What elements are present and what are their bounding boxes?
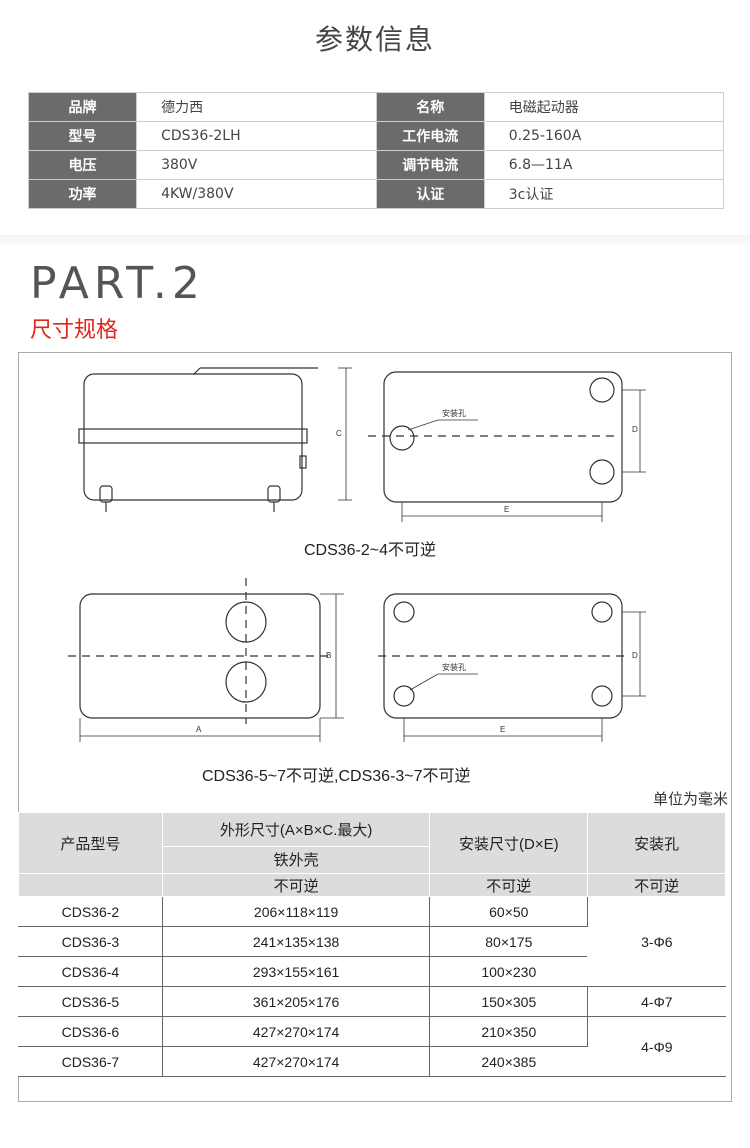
param-key: 工作电流 xyxy=(375,121,485,151)
mount-hole xyxy=(591,601,613,623)
drawing-caption-1: CDS36-2~4不可逆 xyxy=(304,542,437,559)
cell-hole: 4-Φ7 xyxy=(587,986,726,1017)
dim-label-c: C xyxy=(336,429,342,438)
param-value: 0.25-160A xyxy=(483,121,725,151)
param-key: 电压 xyxy=(27,150,138,180)
param-key: 型号 xyxy=(27,121,138,151)
param-key: 品牌 xyxy=(27,92,138,122)
param-row: 型号 CDS36-2LH 工作电流 0.25-160A xyxy=(27,121,725,151)
header-outer-size: 外形尺寸(A×B×C.最大) xyxy=(161,812,431,847)
dimension-drawing: 安装孔 安装孔 C D E B A D E xyxy=(68,367,646,742)
dim-label-e: E xyxy=(500,725,505,734)
cell-outer: 241×135×138 xyxy=(161,926,431,957)
param-value: 3c认证 xyxy=(483,179,725,209)
cell-outer: 427×270×174 xyxy=(161,1046,431,1077)
cell-install: 240×385 xyxy=(429,1046,588,1077)
spec-header-row: 不可逆 不可逆 不可逆 xyxy=(18,873,726,897)
header-shell: 铁外壳 xyxy=(161,845,431,875)
cell-model: CDS36-2 xyxy=(18,896,163,927)
cell-outer: 206×118×119 xyxy=(161,896,431,927)
header-rev: 不可逆 xyxy=(429,873,589,897)
dim-label-d: D xyxy=(632,425,638,434)
cell-outer: 293×155×161 xyxy=(161,956,431,987)
param-key: 认证 xyxy=(375,179,485,209)
page-title: 参数信息 xyxy=(314,23,435,56)
drawing-caption-2: CDS36-5~7不可逆,CDS36-3~7不可逆 xyxy=(202,768,471,785)
param-key: 名称 xyxy=(375,92,485,122)
cell-model: CDS36-7 xyxy=(18,1046,163,1077)
cell-install: 80×175 xyxy=(429,926,588,957)
param-row: 电压 380V 调节电流 6.8—11A xyxy=(27,150,725,180)
header-blank xyxy=(18,873,163,897)
param-value: 380V xyxy=(136,150,377,180)
cell-model: CDS36-4 xyxy=(18,956,163,987)
cell-hole: 4-Φ9 xyxy=(587,1016,726,1077)
cell-install: 100×230 xyxy=(429,956,588,987)
section-divider xyxy=(0,235,750,247)
mount-view-1 xyxy=(383,371,623,503)
hole-label: 安装孔 xyxy=(442,662,466,672)
mount-hole xyxy=(389,425,415,451)
param-value: 4KW/380V xyxy=(136,179,377,209)
header-rev: 不可逆 xyxy=(161,873,431,897)
spec-table: 产品型号 外形尺寸(A×B×C.最大) 安装尺寸(D×E) 安装孔 铁外壳 不可… xyxy=(18,812,726,1077)
header-install-size: 安装尺寸(D×E) xyxy=(429,812,589,874)
table-row: CDS36-6 427×270×174 210×350 4-Φ9 xyxy=(18,1016,726,1077)
dim-label-d: D xyxy=(632,651,638,660)
param-value: 6.8—11A xyxy=(483,150,725,180)
param-row: 功率 4KW/380V 认证 3c认证 xyxy=(27,179,725,209)
mount-hole xyxy=(589,459,615,485)
cell-model: CDS36-5 xyxy=(18,986,163,1017)
dim-label-e: E xyxy=(504,505,509,514)
unit-note: 单位为毫米 xyxy=(652,790,728,808)
dim-label-a: A xyxy=(196,725,202,734)
mount-view-2 xyxy=(383,593,623,719)
dim-label-b: B xyxy=(326,651,331,660)
params-table: 品牌 德力西 名称 电磁起动器 型号 CDS36-2LH 工作电流 0.25-1… xyxy=(27,92,725,209)
table-row: CDS36-5 361×205×176 150×305 4-Φ7 xyxy=(18,986,726,1017)
param-key: 功率 xyxy=(27,179,138,209)
cell-outer: 427×270×174 xyxy=(161,1016,431,1047)
cell-hole: 3-Φ6 xyxy=(587,896,726,987)
mount-hole xyxy=(589,377,615,403)
cell-install: 150×305 xyxy=(429,986,589,1017)
mount-hole xyxy=(393,601,415,623)
param-value: 德力西 xyxy=(136,92,377,122)
hole-label: 安装孔 xyxy=(442,408,466,418)
table-row: CDS36-2 206×118×119 60×50 3-Φ6 xyxy=(18,896,726,987)
section-heading: PART.2 xyxy=(30,258,205,309)
param-value: 电磁起动器 xyxy=(483,92,725,122)
param-row: 品牌 德力西 名称 电磁起动器 xyxy=(27,92,725,122)
cell-outer: 361×205×176 xyxy=(161,986,431,1017)
cell-install: 210×350 xyxy=(429,1016,589,1047)
mount-hole xyxy=(393,685,415,707)
section-subheading: 尺寸规格 xyxy=(30,318,119,343)
cell-model: CDS36-6 xyxy=(18,1016,163,1047)
param-key: 调节电流 xyxy=(375,150,485,180)
header-rev: 不可逆 xyxy=(587,873,726,897)
dimension-frame xyxy=(18,352,732,1102)
front-view-band xyxy=(78,428,308,444)
header-model: 产品型号 xyxy=(18,812,163,874)
spec-header-row: 产品型号 外形尺寸(A×B×C.最大) 安装尺寸(D×E) 安装孔 xyxy=(18,812,726,874)
param-value: CDS36-2LH xyxy=(136,121,377,151)
header-hole: 安装孔 xyxy=(587,812,726,874)
front-view-body xyxy=(83,373,303,501)
spec-header-row: 铁外壳 xyxy=(19,845,726,875)
cell-model: CDS36-3 xyxy=(18,926,163,957)
table-row: CDS36-7 427×270×174 240×385 xyxy=(18,1046,726,1077)
mount-hole xyxy=(591,685,613,707)
cell-install: 60×50 xyxy=(429,896,589,927)
